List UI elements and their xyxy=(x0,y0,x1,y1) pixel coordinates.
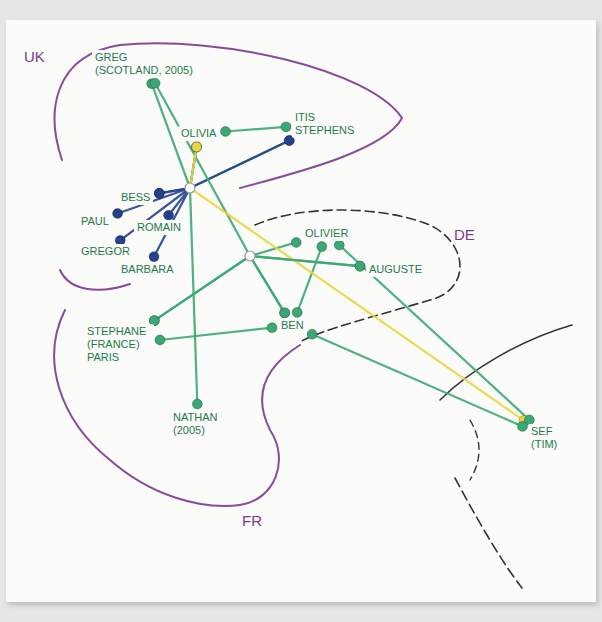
string-connector xyxy=(339,245,529,420)
push-pin xyxy=(518,421,528,431)
push-pin xyxy=(164,210,174,220)
push-pin xyxy=(155,335,165,345)
string-connector xyxy=(159,141,289,194)
fr-border xyxy=(54,310,300,506)
pin-name: STEPHANE (FRANCE) PARIS xyxy=(84,324,154,365)
push-pin xyxy=(355,261,365,271)
push-pin xyxy=(149,252,159,262)
pin-label: SEF (TIM) xyxy=(528,424,570,452)
string-connector xyxy=(312,334,522,426)
region-name: UK xyxy=(22,48,47,65)
string-connector xyxy=(297,247,322,313)
pin-name: BESS xyxy=(118,190,153,205)
pin-label: ROMAIN xyxy=(134,220,184,235)
push-pin xyxy=(292,307,302,317)
push-pin xyxy=(291,237,301,247)
pin-name: ITIS STEPHENS xyxy=(292,110,356,138)
push-pin xyxy=(154,188,164,198)
push-pin xyxy=(192,142,202,152)
de-border xyxy=(255,210,460,342)
region-name: DE xyxy=(452,226,477,243)
pin-label: BARBARA xyxy=(118,262,177,277)
pin-name: BEN xyxy=(278,318,307,333)
hub-pin xyxy=(245,251,255,261)
pin-name: OLIVIA xyxy=(178,126,219,141)
border-line xyxy=(440,325,572,400)
push-pin xyxy=(192,142,202,152)
pin-label: ITIS STEPHENS xyxy=(292,110,356,138)
push-pin xyxy=(280,308,290,318)
push-pin xyxy=(154,188,164,198)
push-pin xyxy=(192,399,202,409)
string-connector xyxy=(154,256,360,321)
pin-name: ROMAIN xyxy=(134,220,184,235)
region-name: FR xyxy=(240,512,264,529)
uk-border xyxy=(55,43,402,188)
pin-label: GREG (SCOTLAND, 2005) xyxy=(92,50,197,78)
string-connector xyxy=(226,127,287,132)
push-pin xyxy=(192,142,202,152)
string-connector xyxy=(155,83,285,313)
push-pin xyxy=(317,242,327,252)
string-connector xyxy=(160,328,272,340)
pin-name: SEF (TIM) xyxy=(528,424,570,452)
pin-label: BEN xyxy=(278,318,307,333)
pin-label: PAUL xyxy=(78,214,112,229)
pin-name: GREGOR xyxy=(78,244,133,259)
push-pin xyxy=(281,122,291,132)
border-line xyxy=(470,420,479,480)
pin-label: NATHAN (2005) xyxy=(170,410,226,438)
string-connector xyxy=(250,256,360,313)
push-pin xyxy=(267,323,277,333)
string-connector xyxy=(190,147,524,421)
pin-label: AUGUSTE xyxy=(366,262,425,277)
border-line xyxy=(455,478,522,588)
push-pin xyxy=(307,329,317,339)
pin-label: STEPHANE (FRANCE) PARIS xyxy=(84,324,154,365)
string-connector xyxy=(154,242,296,320)
push-pin xyxy=(113,209,123,219)
pin-name: PAUL xyxy=(78,214,112,229)
pin-label: OLIVIER xyxy=(302,226,351,241)
pin-name: GREG (SCOTLAND, 2005) xyxy=(92,50,197,78)
pin-name: BARBARA xyxy=(118,262,177,277)
push-pin xyxy=(355,261,365,271)
pin-label: BESS xyxy=(118,190,153,205)
push-pin xyxy=(150,78,160,88)
pin-name: NATHAN (2005) xyxy=(170,410,226,438)
push-pin xyxy=(280,308,290,318)
pin-name: OLIVIER xyxy=(302,226,351,241)
push-pin xyxy=(220,126,230,136)
pin-label: OLIVIA xyxy=(178,126,219,141)
push-pin xyxy=(334,240,344,250)
pin-name: AUGUSTE xyxy=(366,262,425,277)
hub-pin xyxy=(185,183,195,193)
pin-label: GREGOR xyxy=(78,244,133,259)
